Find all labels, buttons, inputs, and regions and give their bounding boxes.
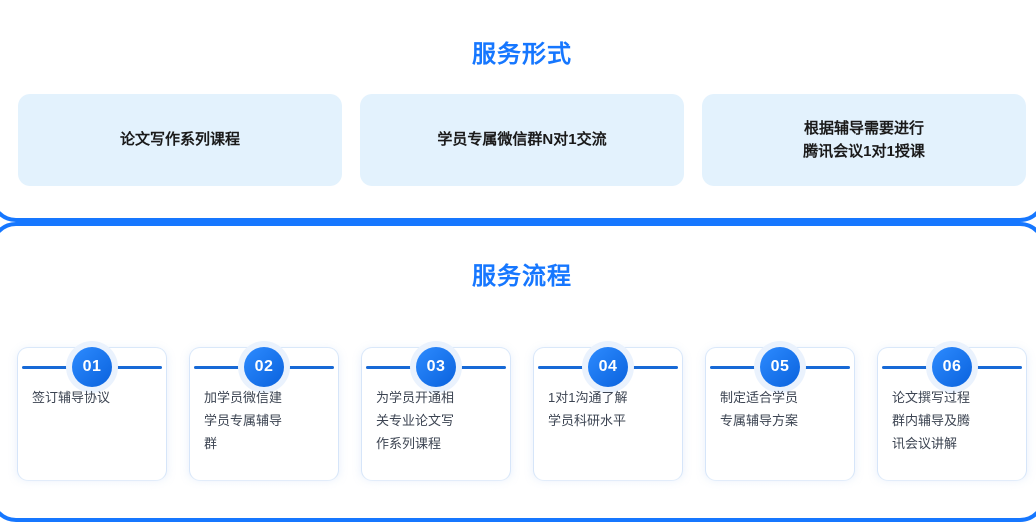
process-step-label: 为学员开通相 关专业论文写 作系列课程 [376, 390, 455, 452]
service-format-card[interactable]: 论文写作系列课程 [18, 94, 342, 186]
service-format-card[interactable]: 根据辅导需要进行 腾讯会议1对1授课 [702, 94, 1026, 186]
service-process-title: 服务流程 [472, 263, 572, 290]
service-format-title: 服务形式 [472, 41, 572, 68]
service-format-card-label: 论文写作系列课程 [119, 131, 240, 149]
process-step-label: 制定适合学员 专属辅导方案 [720, 390, 799, 429]
process-step-label: 论文撰写过程 群内辅导及腾 讯会议讲解 [892, 390, 971, 452]
process-step[interactable]: 06 论文撰写过程 群内辅导及腾 讯会议讲解 [878, 334, 1026, 480]
process-step-number-badge: 05 [760, 347, 800, 387]
service-format-panel: 服务形式 论文写作系列课程 学员专属微信群N对1交流 根据辅导需要进行 腾讯会议… [0, 0, 1036, 222]
service-process-step-row: 01 签订辅导协议 02 加学员微信建 学员专属辅导 群 03 为学员开通相 关… [18, 334, 1026, 480]
process-step-label: 签订辅导协议 [32, 390, 111, 405]
service-format-card[interactable]: 学员专属微信群N对1交流 [360, 94, 684, 186]
process-step-label: 加学员微信建 学员专属辅导 群 [204, 390, 283, 452]
process-step[interactable]: 03 为学员开通相 关专业论文写 作系列课程 [362, 334, 510, 480]
process-step[interactable]: 02 加学员微信建 学员专属辅导 群 [190, 334, 338, 480]
process-step-number-badge: 04 [588, 347, 628, 387]
service-process-panel: 服务流程 01 签订辅导协议 02 加学员微信建 学员专属辅导 群 0 [0, 222, 1036, 522]
service-format-card-row: 论文写作系列课程 学员专属微信群N对1交流 根据辅导需要进行 腾讯会议1对1授课 [18, 94, 1026, 186]
process-step-number-badge: 02 [244, 347, 284, 387]
process-step-label: 1对1沟通了解 学员科研水平 [548, 390, 628, 429]
process-step[interactable]: 04 1对1沟通了解 学员科研水平 [534, 334, 682, 480]
process-step-number-badge: 03 [416, 347, 456, 387]
process-step[interactable]: 05 制定适合学员 专属辅导方案 [706, 334, 854, 480]
service-format-card-label: 根据辅导需要进行 腾讯会议1对1授课 [803, 119, 925, 160]
process-step-number-badge: 06 [932, 347, 972, 387]
process-step[interactable]: 01 签订辅导协议 [18, 334, 166, 480]
service-format-card-label: 学员专属微信群N对1交流 [437, 131, 607, 149]
process-step-number-badge: 01 [72, 347, 112, 387]
